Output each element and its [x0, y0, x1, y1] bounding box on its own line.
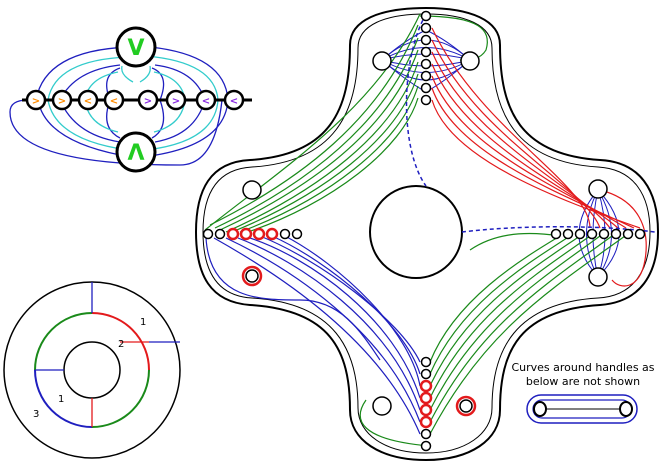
chevron-6: > [172, 96, 180, 107]
right-bottom-puncture [588, 267, 608, 287]
right-circle-row [550, 228, 646, 240]
handle-outer-curve [526, 394, 638, 424]
green-curves-bottom-right [359, 232, 626, 447]
annulus-figure: 1 2 1 3 [3, 281, 181, 459]
dashed-curve-right [461, 226, 656, 233]
red-curves-top-right [431, 27, 647, 287]
bottom-circle-column [419, 356, 433, 452]
note-line-2: below are not shown [526, 375, 640, 388]
chevron-1: > [32, 96, 40, 107]
chevron-7: < [202, 96, 210, 107]
surface-inner-boundary [202, 13, 651, 454]
blue-curves-bottom-left [205, 235, 421, 435]
graph-top-symbol: V [127, 36, 144, 61]
bottom-left-puncture [372, 396, 392, 416]
graph-bottom-node [115, 131, 157, 173]
chevron-graph: V Λ > > < < > > < < [9, 26, 252, 173]
ring-arc-green-right [91, 369, 150, 428]
chevron-3: < [84, 96, 92, 107]
graph-bottom-symbol: Λ [127, 141, 144, 166]
top-circle-column [420, 10, 432, 106]
surface-figure [194, 6, 660, 462]
ring-arc-red-top [91, 312, 150, 371]
chevron-5: > [144, 96, 152, 107]
annulus-label-2: 2 [118, 339, 124, 350]
annulus-label-1-inner: 1 [58, 394, 64, 405]
ring-arc-blue-bottom [34, 369, 93, 428]
annulus-label-3: 3 [33, 409, 39, 420]
ring-arc-green-left [34, 312, 93, 371]
top-left-puncture [372, 51, 392, 71]
dashed-curve-top [405, 13, 427, 187]
handle-note: Curves around handles as below are not s… [511, 361, 655, 424]
note-line-1: Curves around handles as [511, 361, 654, 374]
handle-right-end [619, 401, 633, 417]
graph-chevrons: > > < < > > < < [32, 96, 238, 107]
chevron-2: > [58, 96, 66, 107]
graph-top-node [115, 26, 157, 68]
top-right-puncture [460, 51, 480, 71]
left-circle-row [202, 227, 303, 241]
left-top-puncture [242, 180, 262, 200]
right-top-puncture [588, 179, 608, 199]
chevron-8: < [230, 96, 238, 107]
annulus-inner-circle [63, 341, 121, 399]
chevron-4: < [110, 96, 118, 107]
annulus-label-1-outer: 1 [140, 317, 146, 328]
handle-left-end [533, 401, 547, 417]
central-hole [369, 185, 463, 279]
graph-chevron-nodes [25, 89, 245, 111]
surface-outer-boundary [194, 6, 660, 462]
